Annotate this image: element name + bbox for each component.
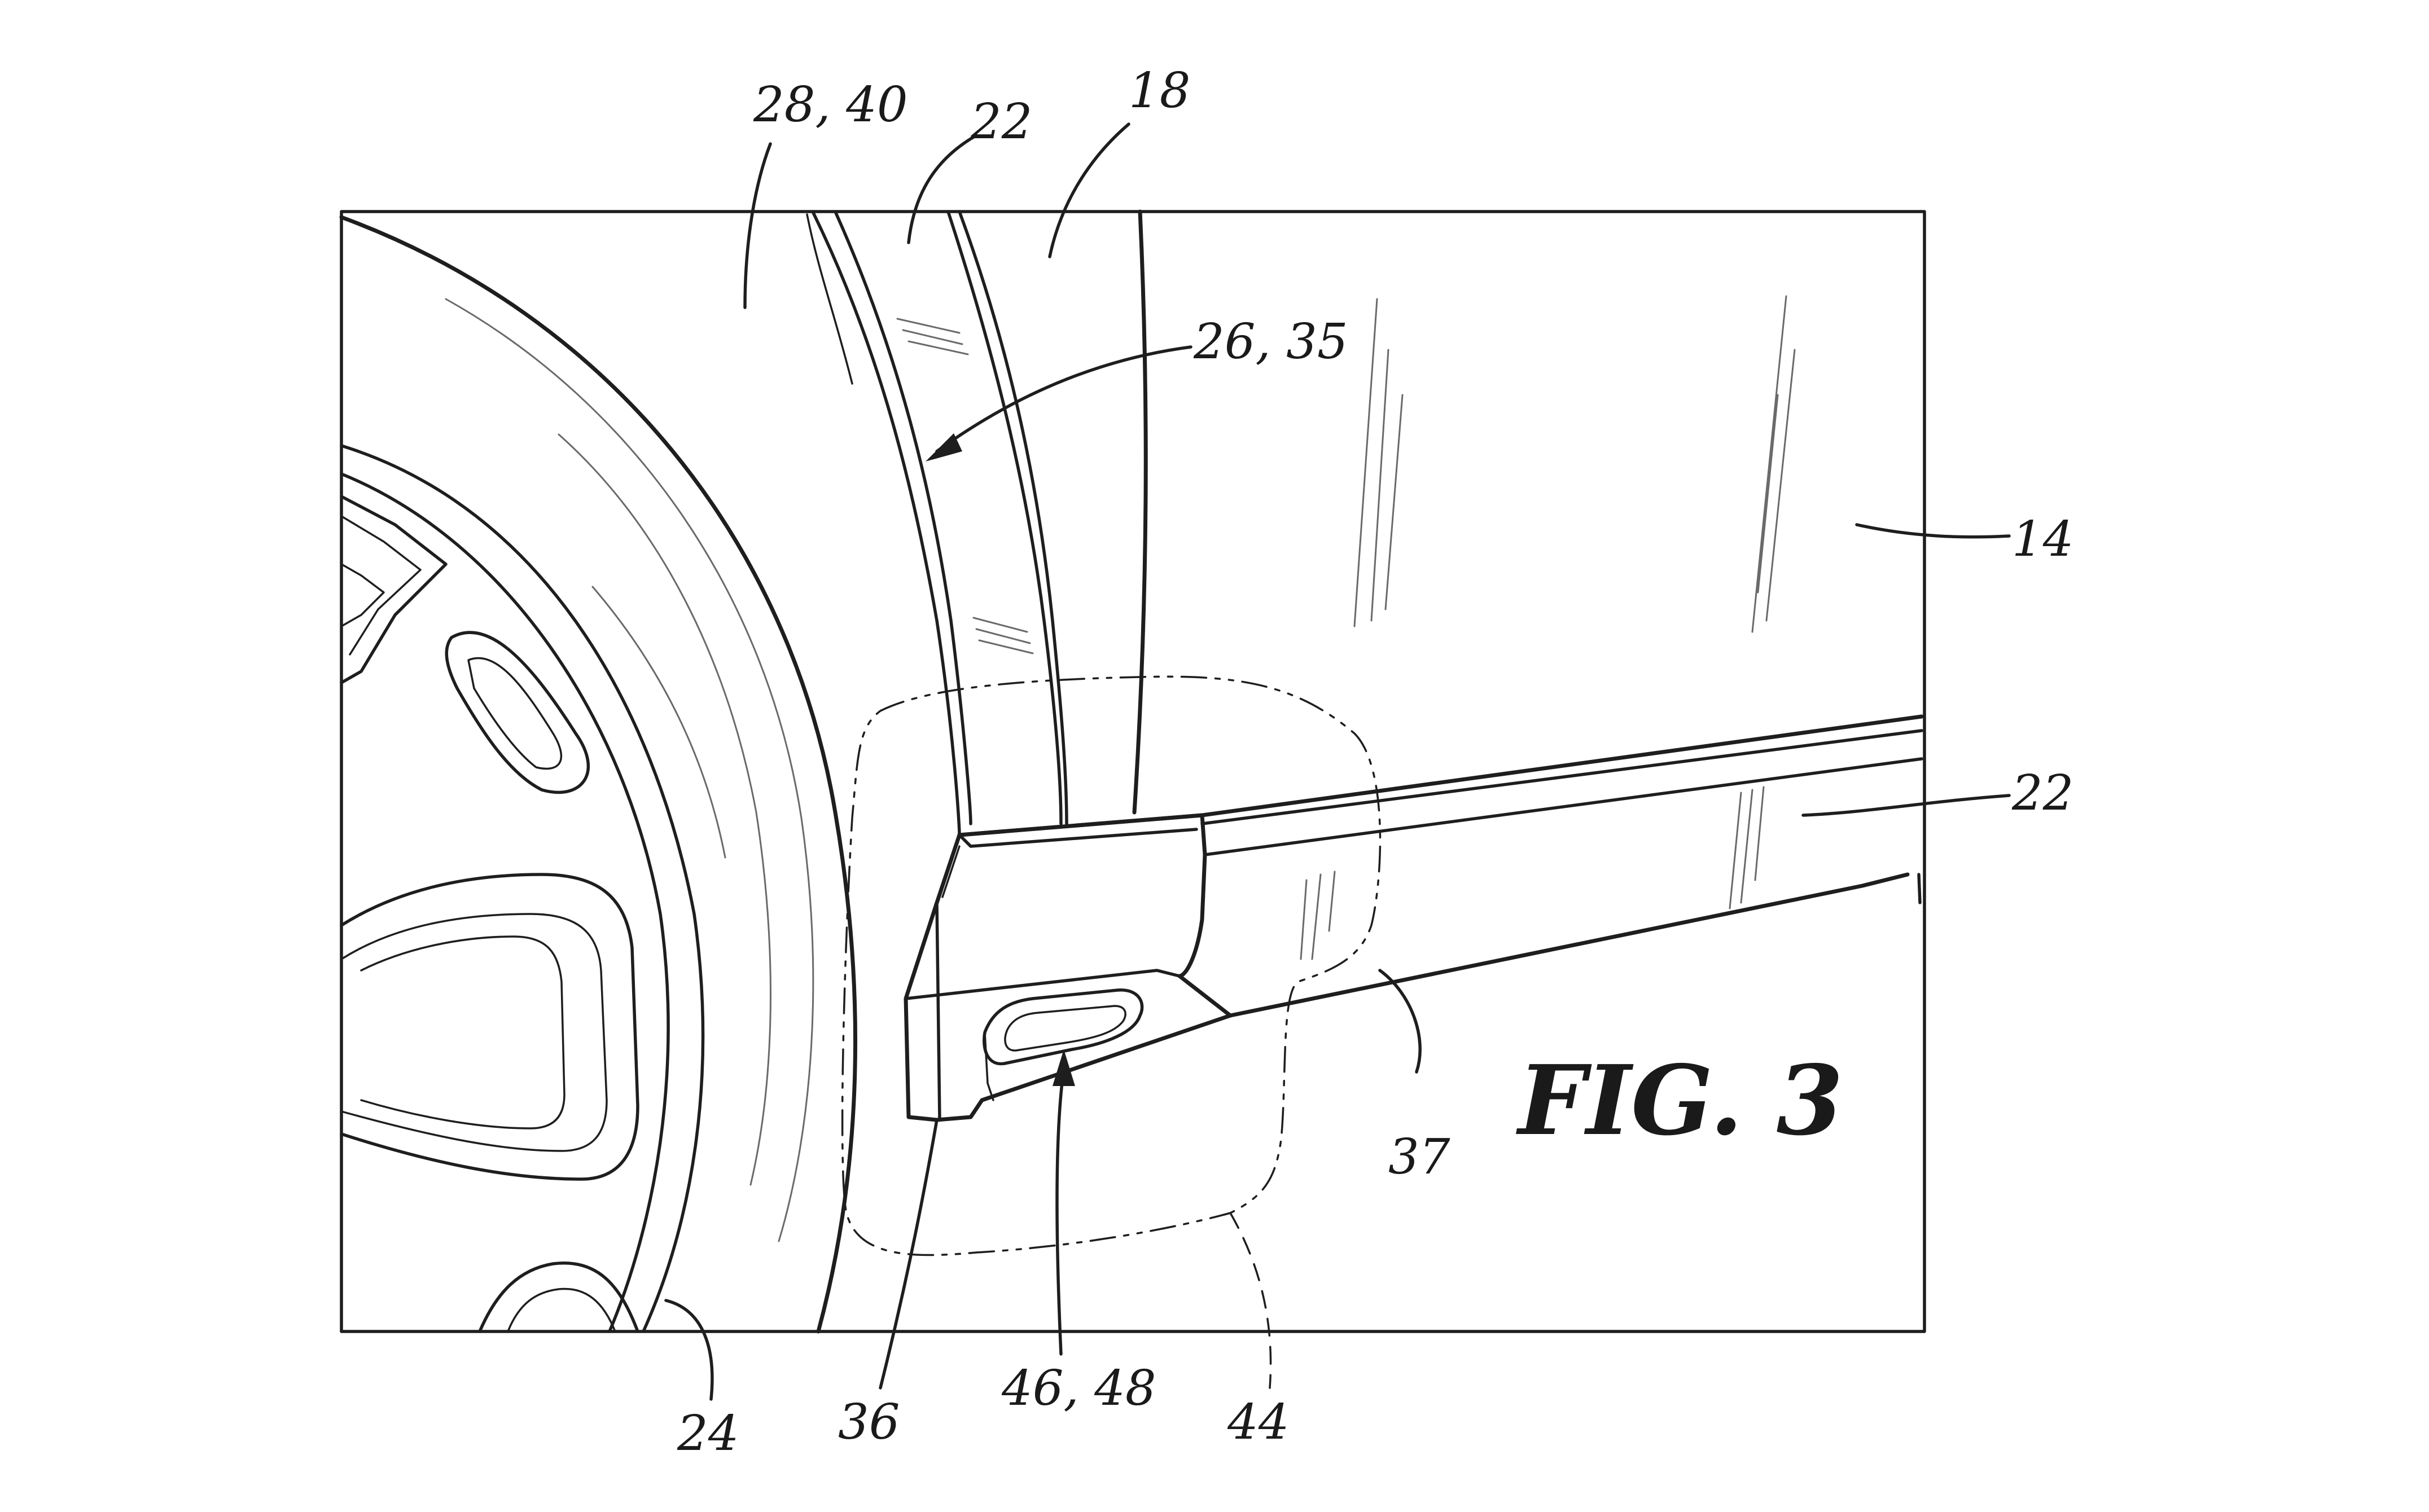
body-reflection-1 [1353,298,1404,627]
wheel-spoke-center [340,873,639,1181]
hatch-lower [972,617,1034,654]
leader-22-top [907,134,978,244]
ref-18: 18 [1129,63,1190,119]
light-pocket-outer [983,988,1144,1066]
wheel-spoke-lower-inner [507,1287,616,1333]
door-seam-line [1132,209,1148,815]
detail-boundary-44 [1229,1212,1272,1389]
tire-sidewall-arc [340,444,705,1333]
figure-title: FIG. 3 [1516,1044,1843,1157]
end-cap-corner-detail [941,845,961,898]
leader-14 [1855,523,2011,539]
leader-36 [879,1118,939,1390]
wheel-spoke-middle-inner [467,657,563,770]
wheel-spoke-upper-inner [340,515,422,656]
body-panel-hatching [1353,295,1796,633]
leader-26-35-arrowhead [926,433,962,461]
wheel-spoke-upper-inner-2 [340,563,385,627]
fender-arch-line-3 [946,210,1063,825]
rocker-top-edge-2 [1200,729,1923,825]
leader-26-35 [935,345,1192,453]
wheel-spoke-upper [340,495,448,684]
hatch-upper [896,318,969,355]
ref-24: 24 [677,1405,739,1462]
ref-44: 44 [1227,1394,1289,1451]
leader-37 [1378,969,1422,1074]
wheel-assembly [339,215,857,1334]
rocker-panel [957,714,1924,1018]
fender-arch-line-4 [958,210,1068,825]
ref-26-35: 26, 35 [1193,314,1348,370]
rocker-bottom-edge [1228,872,1910,1018]
leader-46-48 [1055,1067,1066,1356]
tire-tread-arc-1 [558,433,771,1186]
rocker-top-edge [957,714,1924,837]
tire-shoulder-arc [445,298,814,1242]
wheel-spoke-middle [445,631,590,794]
tire-outer-arc [339,215,857,1334]
wheel-spoke-center-inner [340,913,608,1152]
rocker-step-edge [1200,757,1923,856]
body-reflection-2 [1751,295,1796,633]
arch-to-tire-line [806,213,853,385]
wheel-well-trim [806,209,1148,837]
wheel-spoke-center-pocket [360,935,565,1129]
wheel-spoke-lower [478,1262,639,1333]
leader-46-48-arrowhead [1053,1049,1075,1086]
detail-boundary-37 [841,675,1382,1256]
figure-frame [340,210,1926,1333]
leader-lines [664,122,2011,1401]
ref-46-48: 46, 48 [1001,1360,1156,1417]
rim-outer-arc [340,472,670,1333]
end-cap-face-front [904,969,1181,1000]
ref-28-40: 28, 40 [753,77,908,133]
fender-arch-line-2 [834,210,972,825]
end-cap-top-bevel [958,828,1198,848]
end-cap-face-vertical [935,901,941,1122]
ref-22-top: 22 [970,94,1032,150]
fender-arch-outer [811,210,961,837]
ref-22-right: 22 [2011,765,2073,821]
ref-36: 36 [838,1394,900,1451]
leader-24 [664,1299,714,1401]
leader-28-40 [743,142,772,309]
rocker-reflection [1729,786,1765,909]
reference-labels: 28, 40 22 18 26, 35 14 22 37 24 36 46, 4… [677,63,2073,1462]
light-pocket-inner [1004,1005,1126,1052]
ref-37: 37 [1388,1129,1450,1185]
ref-14: 14 [2012,511,2073,568]
leader-22-right [1801,794,2011,817]
tire-tread-arc-2 [591,586,726,859]
rocker-reflection-2 [1300,871,1336,960]
rocker-end-edge [1917,873,1922,904]
light-pocket-shadow [984,1031,994,1101]
leader-18 [1048,122,1130,258]
